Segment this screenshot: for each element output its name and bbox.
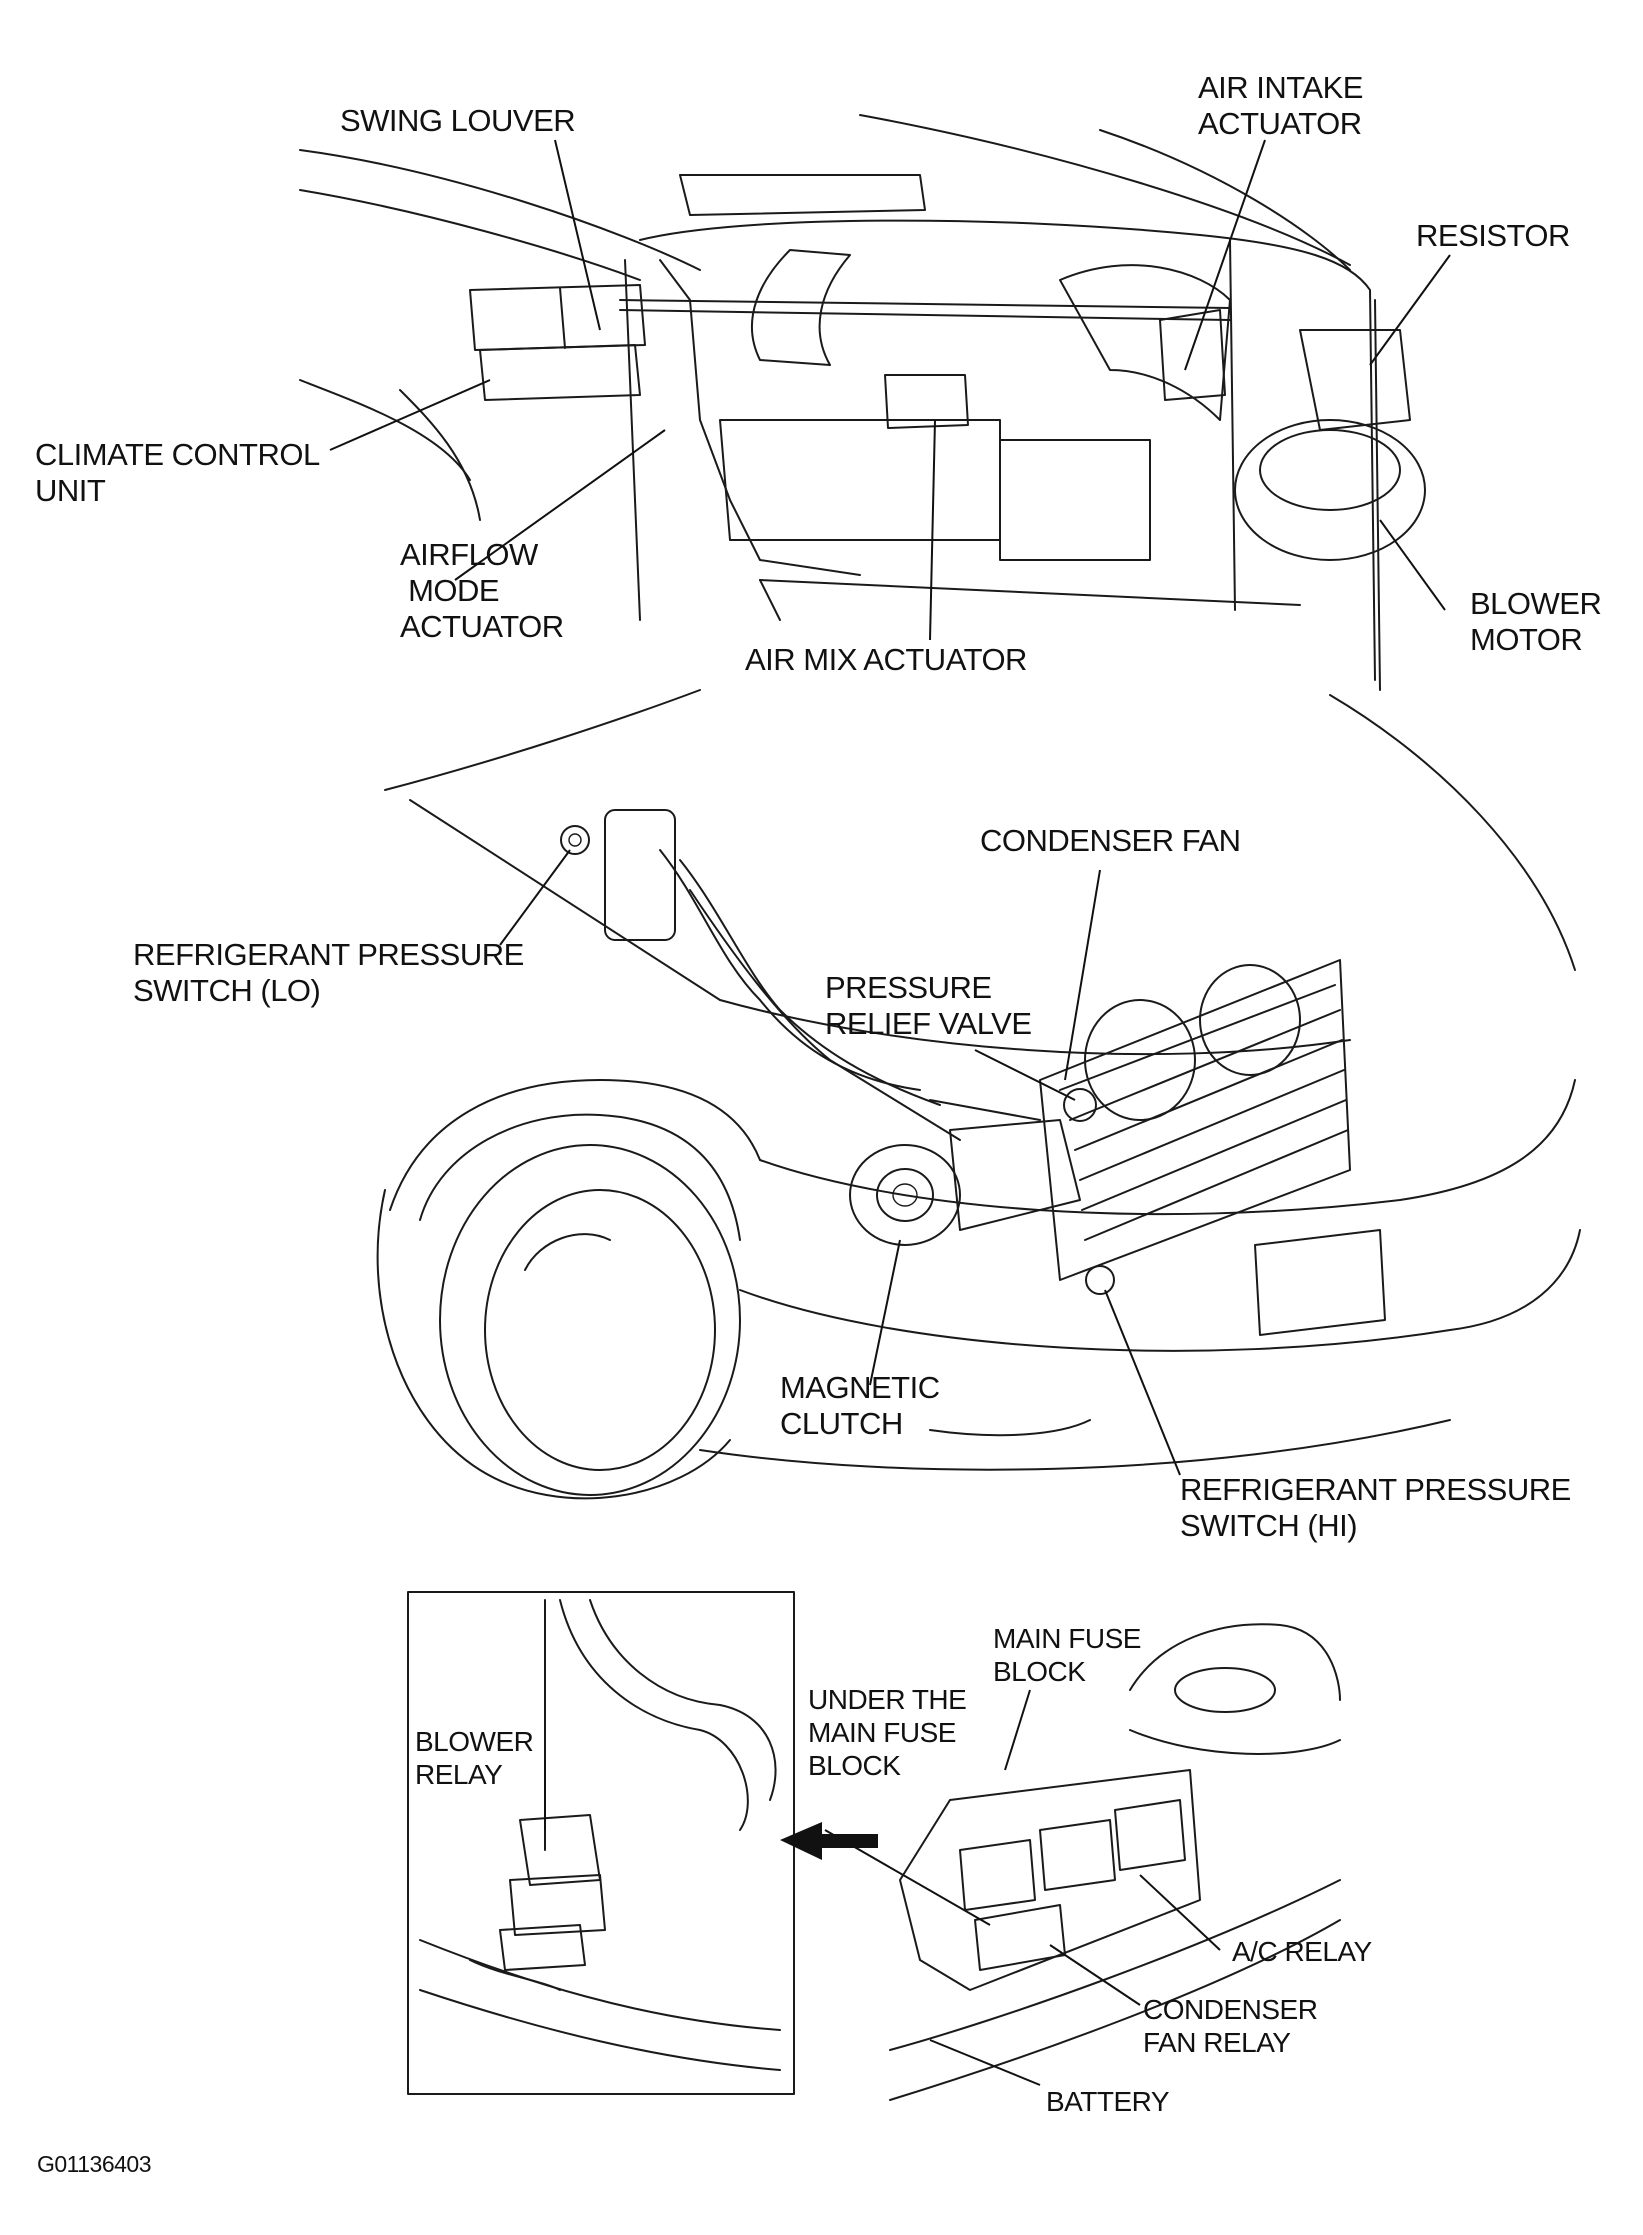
car-front-drawing (376, 689, 1581, 1500)
middle-leader-lines (499, 849, 1181, 1476)
air-mix-actuator-label: AIR MIX ACTUATOR (745, 642, 1027, 677)
under-main-fuse-block-label: UNDER THE MAIN FUSE BLOCK (808, 1684, 967, 1781)
air-intake-actuator-label: AIR INTAKE ACTUATOR (1198, 70, 1363, 141)
magnetic-clutch-label: MAGNETIC CLUTCH (780, 1370, 940, 1441)
battery-label: BATTERY (1046, 2086, 1170, 2117)
refrigerant-pressure-switch-hi-label: REFRIGERANT PRESSURE SWITCH (HI) (1180, 1472, 1571, 1543)
climate-control-unit-label: CLIMATE CONTROL UNIT (35, 437, 320, 508)
main-fuse-block-label: MAIN FUSE BLOCK (993, 1623, 1141, 1687)
figure-code: G01136403 (37, 2151, 152, 2177)
airflow-mode-actuator-label: AIRFLOW MODE ACTUATOR (400, 537, 564, 644)
blower-motor-label: BLOWER MOTOR (1470, 586, 1602, 657)
hvac-unit-drawing (299, 114, 1426, 691)
bottom-leader-lines (544, 1689, 1221, 2086)
refrigerant-pressure-switch-lo-label: REFRIGERANT PRESSURE SWITCH (LO) (133, 937, 524, 1008)
ac-relay-label: A/C RELAY (1232, 1936, 1372, 1967)
relay-location-drawing (407, 1591, 1341, 2101)
blower-relay-label: BLOWER RELAY (415, 1726, 534, 1790)
condenser-fan-label: CONDENSER FAN (980, 823, 1241, 858)
resistor-label: RESISTOR (1416, 218, 1570, 253)
condenser-fan-relay-label: CONDENSER FAN RELAY (1143, 1994, 1318, 2058)
swing-louver-label: SWING LOUVER (340, 103, 576, 138)
top-leader-lines (329, 139, 1451, 641)
pressure-relief-valve-label: PRESSURE RELIEF VALVE (825, 970, 1032, 1041)
